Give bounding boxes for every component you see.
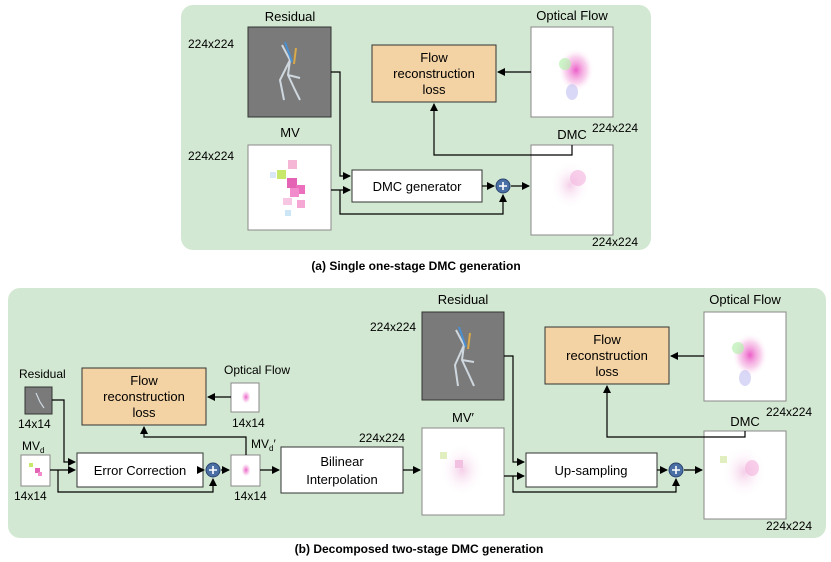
dmc-size-b: 224x224 — [766, 519, 812, 533]
caption-b: (b) Decomposed two-stage DMC generation — [295, 542, 544, 556]
dmc-image-b — [703, 430, 787, 520]
optical-flow-big-label: Optical Flow — [709, 292, 781, 307]
mvd-label: MVd — [22, 439, 44, 455]
residual-big-label: Residual — [438, 292, 489, 307]
mv-prime-label: MV′ — [452, 410, 475, 425]
flow-loss-small-line1: Flow — [130, 373, 158, 388]
optical-flow-label-a: Optical Flow — [536, 8, 608, 23]
optical-flow-size-a: 224x224 — [592, 121, 638, 135]
optical-flow-image-a — [530, 26, 614, 118]
mvd-image — [20, 454, 51, 487]
adder-b1 — [205, 462, 221, 478]
mvd-size: 14x14 — [14, 489, 47, 503]
residual-small-size: 14x14 — [18, 417, 51, 431]
dmc-generator-label: DMC generator — [373, 179, 463, 194]
mvd-prime-label: MVd′ — [251, 437, 276, 453]
flow-loss-box-small: Flow reconstruction loss — [81, 367, 207, 426]
residual-small-image — [24, 386, 53, 415]
flow-loss-box-big: Flow reconstruction loss — [544, 326, 670, 385]
arrows-b — [50, 352, 746, 493]
caption-a: (a) Single one-stage DMC generation — [311, 259, 520, 273]
residual-small-label: Residual — [19, 367, 66, 381]
flow-loss-a-line1: Flow — [420, 50, 448, 65]
bilinear-line2: Interpolation — [306, 472, 378, 487]
optical-flow-big-size: 224x224 — [766, 405, 812, 419]
bilinear-interpolation-box: Bilinear Interpolation — [280, 446, 404, 494]
dmc-label-a: DMC — [557, 127, 587, 142]
adder-b2 — [668, 462, 684, 478]
flow-loss-big-line1: Flow — [593, 332, 621, 347]
up-sampling-box: Up-sampling — [525, 452, 658, 488]
optical-flow-small-size: 14x14 — [232, 416, 265, 430]
flow-loss-box-a: Flow reconstruction loss — [371, 44, 497, 103]
residual-size-a: 224x224 — [188, 37, 234, 51]
error-correction-label: Error Correction — [94, 463, 186, 478]
mvd-prime-size: 14x14 — [234, 489, 267, 503]
bilinear-line1: Bilinear — [320, 454, 364, 469]
dmc-size-a: 224x224 — [592, 235, 638, 249]
residual-image-a — [247, 26, 332, 118]
residual-big-size: 224x224 — [370, 320, 416, 334]
adder-a — [495, 178, 511, 194]
mvd-prime-image — [230, 454, 261, 487]
flow-loss-big-line3: loss — [595, 364, 619, 379]
dmc-generator-box: DMC generator — [351, 169, 483, 203]
flow-loss-small-line2: reconstruction — [103, 389, 185, 404]
error-correction-box: Error Correction — [76, 452, 204, 488]
dmc-image-a — [530, 144, 614, 236]
up-sampling-label: Up-sampling — [555, 463, 628, 478]
flow-loss-small-line3: loss — [132, 405, 156, 420]
flow-loss-a-line2: reconstruction — [393, 66, 475, 81]
mv-image-a — [247, 144, 332, 231]
dmc-label-b: DMC — [730, 414, 760, 429]
mv-prime-size: 224x224 — [359, 431, 405, 445]
flow-loss-a-line3: loss — [422, 82, 446, 97]
optical-flow-small-label: Optical Flow — [224, 363, 290, 377]
optical-flow-big-image — [703, 311, 787, 402]
mv-label-a: MV — [280, 125, 300, 140]
flow-loss-big-line2: reconstruction — [566, 348, 648, 363]
residual-label-a: Residual — [265, 9, 316, 24]
residual-big-image — [421, 311, 505, 401]
arrows-a — [331, 68, 573, 215]
optical-flow-small-image — [230, 382, 260, 413]
mv-size-a: 224x224 — [188, 149, 234, 163]
mv-prime-image — [421, 427, 505, 516]
